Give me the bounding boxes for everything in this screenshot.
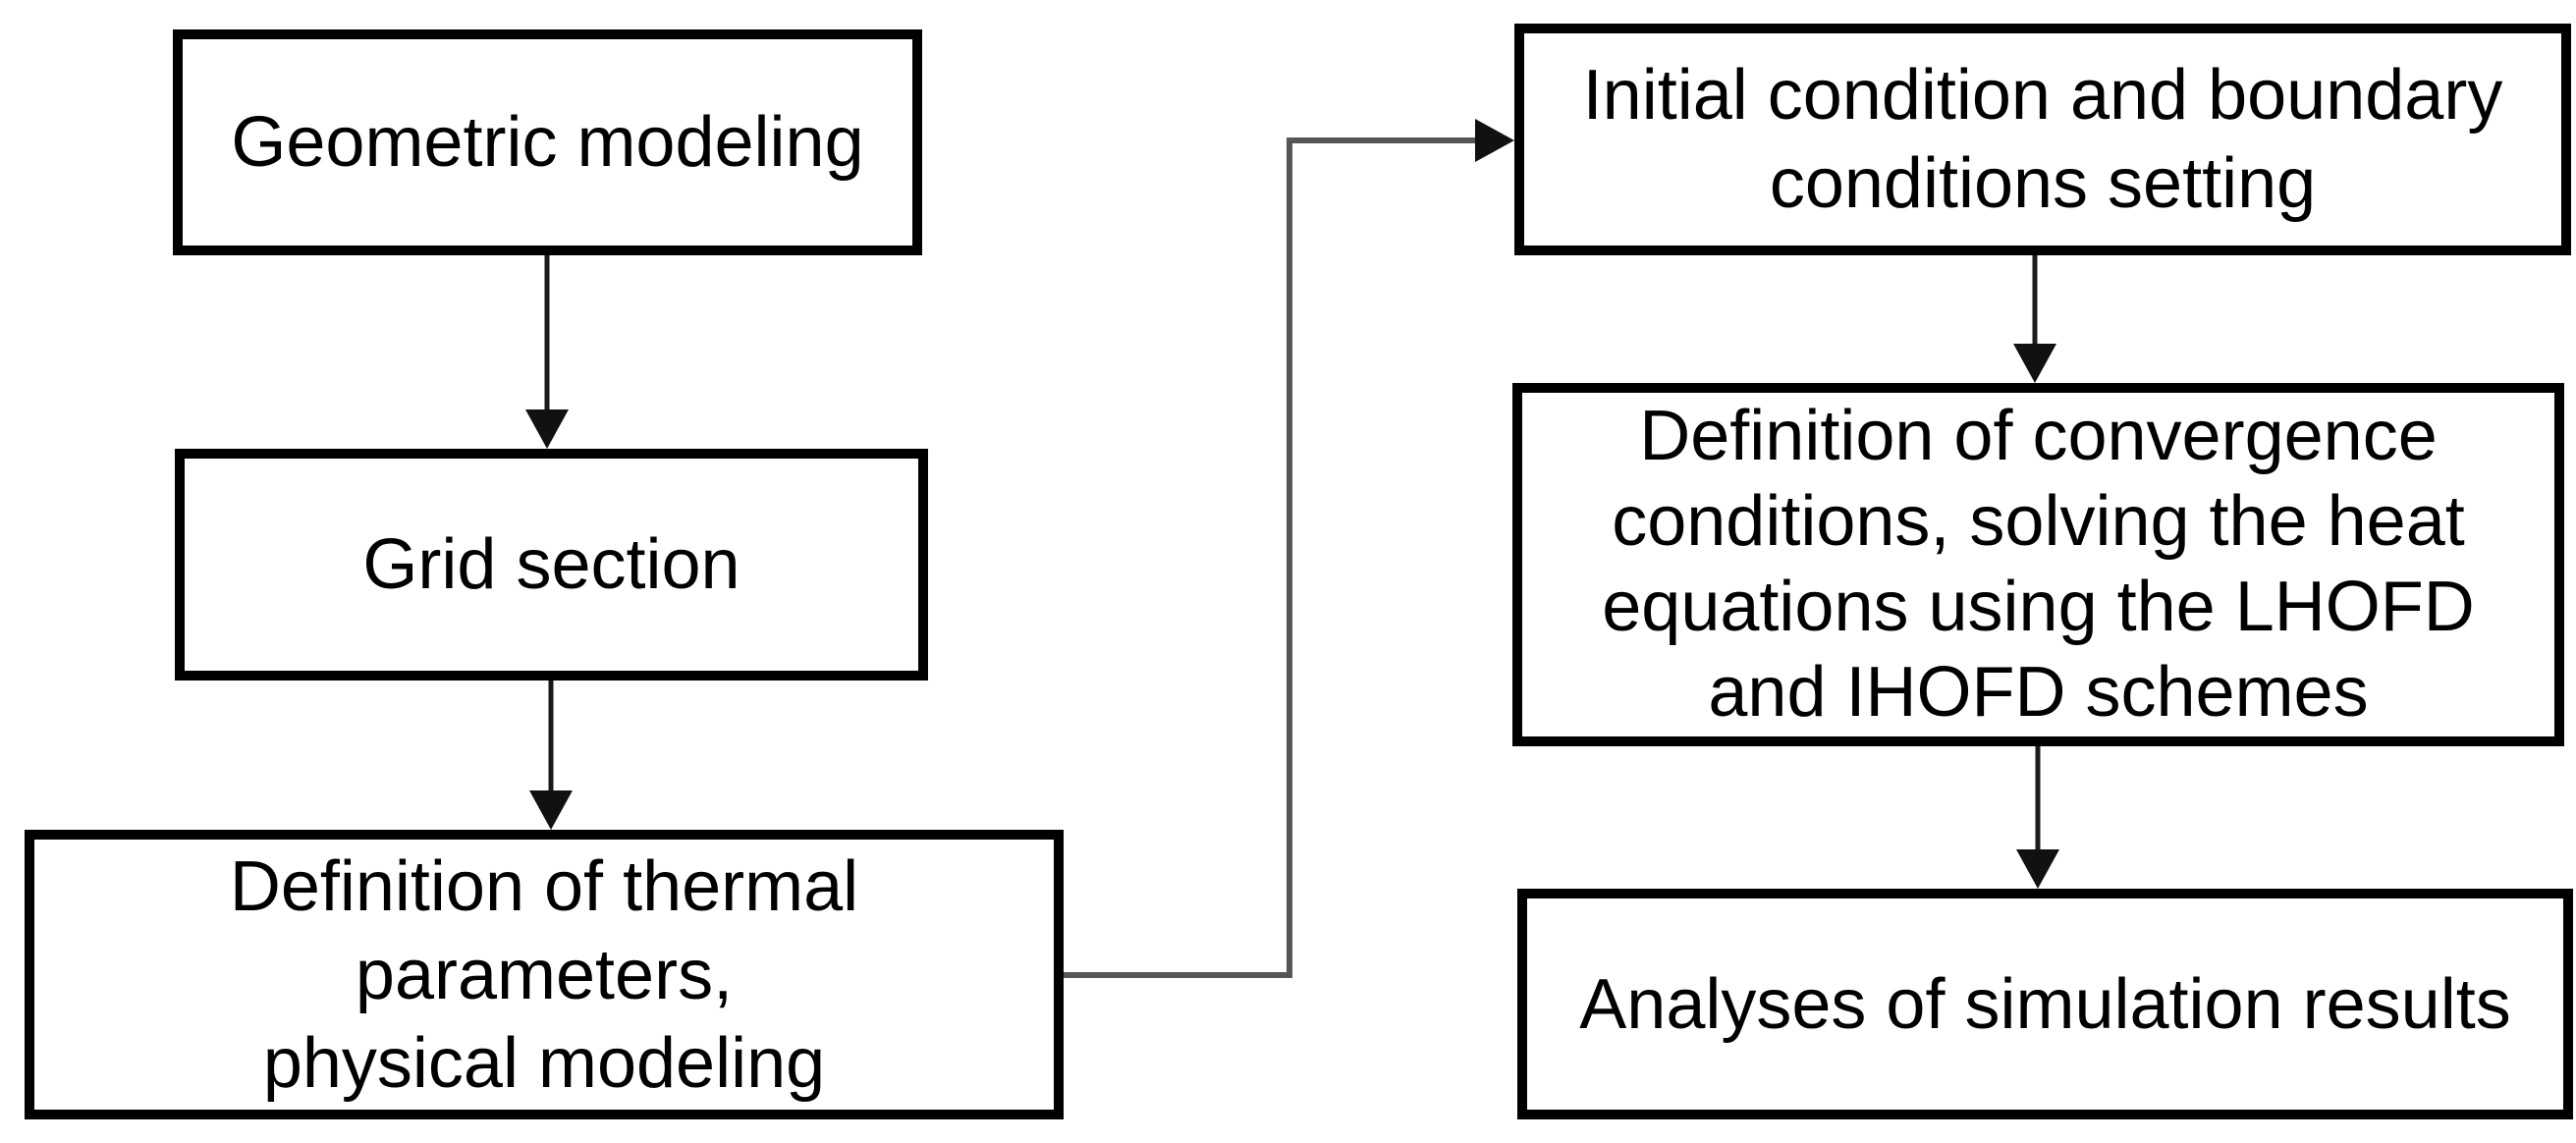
- box-thermal-parameters: Definition of thermal parameters, physic…: [25, 830, 1064, 1119]
- box-label-line: conditions setting: [1769, 144, 2317, 223]
- box-convergence-solving: Definition of convergence conditions, so…: [1512, 383, 2564, 746]
- box-label-line: Initial condition and boundary: [1582, 56, 2503, 135]
- box-label-line: physical modeling: [262, 1023, 826, 1103]
- box-label-line: equations using the LHOFD: [1602, 568, 2475, 646]
- box-geometric-modeling: Geometric modeling: [173, 29, 922, 255]
- arrow-convergence-to-analyses: [2016, 746, 2059, 889]
- box-initial-boundary-conditions: Initial condition and boundary condition…: [1514, 24, 2571, 255]
- arrow-initial-to-convergence: [2013, 255, 2056, 383]
- box-label-line: Definition of thermal: [229, 846, 859, 926]
- box-label-line: Geometric modeling: [231, 103, 864, 182]
- arrow-thermal-to-initial: [1064, 119, 1514, 978]
- box-label-line: and IHOFD schemes: [1708, 653, 2369, 732]
- box-label-line: Analyses of simulation results: [1579, 964, 2511, 1044]
- box-label-line: parameters,: [355, 935, 734, 1014]
- arrow-geometric-to-grid: [525, 255, 569, 449]
- arrow-grid-to-thermal: [529, 680, 573, 830]
- box-label-line: Grid section: [362, 525, 740, 604]
- box-label-line: conditions, solving the heat: [1612, 482, 2465, 561]
- box-grid-section: Grid section: [175, 449, 928, 680]
- box-analyses-results: Analyses of simulation results: [1517, 889, 2573, 1119]
- box-label-line: Definition of convergence: [1639, 397, 2438, 475]
